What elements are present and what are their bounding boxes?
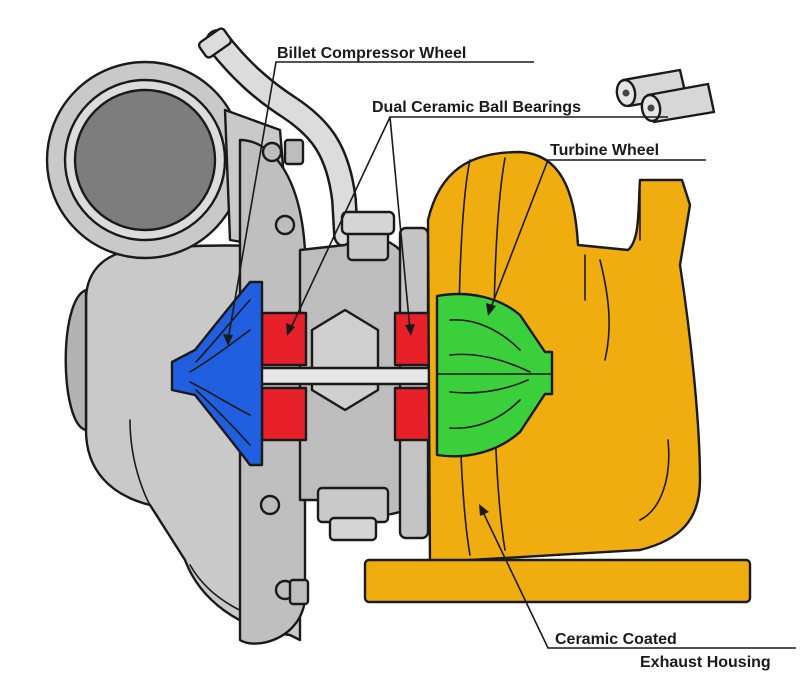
label-compressor-wheel: Billet Compressor Wheel <box>223 45 534 346</box>
label-exhaust-housing-line1: Ceramic Coated <box>555 631 677 648</box>
label-turbine-wheel: Turbine Wheel <box>486 142 706 316</box>
bearing-compressor-bottom <box>260 386 308 442</box>
label-exhaust-housing: Ceramic Coated Exhaust Housing <box>479 504 796 671</box>
label-ball-bearings: Dual Ceramic Ball Bearings <box>286 99 668 336</box>
label-exhaust-housing-line2: Exhaust Housing <box>640 654 771 671</box>
compressor-wheel <box>170 280 264 467</box>
turbine-shaft <box>238 366 442 386</box>
oil-pipe <box>197 27 359 248</box>
label-turbine-wheel-text: Turbine Wheel <box>550 142 659 159</box>
spare-bearings-icon <box>615 68 716 124</box>
bearing-compressor-top <box>260 311 308 367</box>
label-ball-bearings-text: Dual Ceramic Ball Bearings <box>372 99 581 116</box>
turbine-wheel <box>435 292 554 458</box>
label-compressor-wheel-text: Billet Compressor Wheel <box>277 45 466 62</box>
